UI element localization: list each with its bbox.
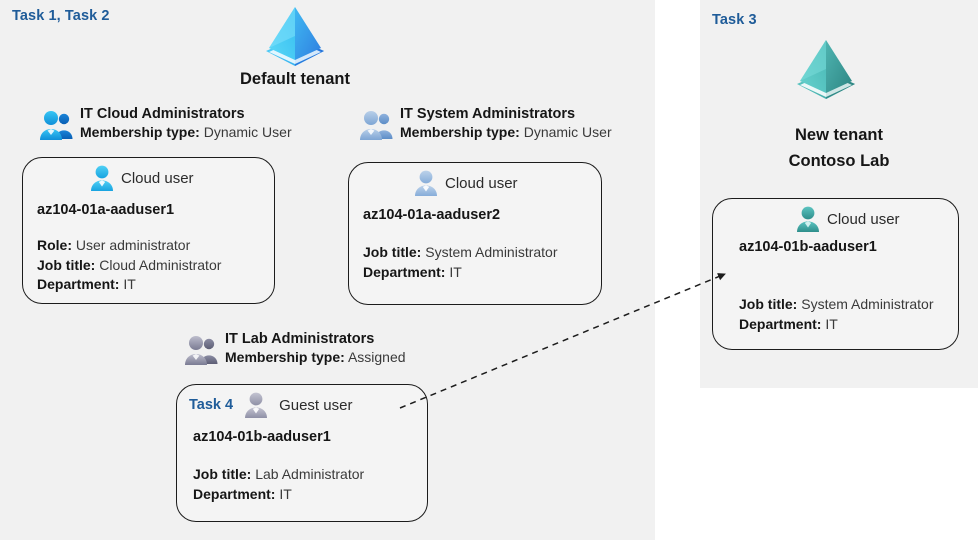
user-attr-value: System Administrator [801, 296, 934, 312]
user-type-label: Guest user [279, 396, 353, 414]
user-attributes: Job title: System Administrator Departme… [363, 243, 601, 282]
group-membership-value: Dynamic User [523, 124, 612, 140]
new-tenant-name-line1: New tenant [794, 126, 883, 144]
group-users-icon [183, 334, 221, 366]
group-membership-type: Membership type: Assigned [225, 348, 406, 366]
new-tenant-name-line2: Contoso Lab [788, 152, 890, 170]
group-membership-type: Membership type: Dynamic User [400, 123, 612, 141]
user-name: az104-01a-aaduser1 [37, 202, 175, 218]
user-attr-value: IT [279, 485, 292, 502]
group-it-cloud-administrators: IT Cloud Administrators Membership type:… [38, 105, 292, 141]
new-tenant-icon [792, 36, 860, 102]
user-attr-value: IT [123, 276, 136, 292]
user-card-az104-01a-aaduser2[interactable]: Cloud user az104-01a-aaduser2 Job title:… [348, 162, 602, 305]
user-attr-value: IT [449, 263, 462, 280]
user-attr-label: Job title: [193, 466, 252, 482]
user-attr-label: Department: [739, 315, 822, 332]
user-attr-value: IT [825, 315, 838, 332]
group-users-icon [358, 109, 396, 141]
user-attr-department: Department: IT [193, 485, 427, 505]
group-membership-value: Dynamic User [203, 124, 292, 140]
user-name: az104-01b-aaduser1 [193, 429, 331, 445]
user-attr-label: Job title: [37, 256, 96, 273]
user-attr-label: Department: [193, 485, 276, 502]
user-attr-job-title: Job title: Cloud Administrator [37, 256, 274, 276]
cloud-user-icon [795, 205, 821, 233]
user-type-label: Cloud user [827, 210, 900, 228]
guest-user-icon [243, 391, 269, 419]
user-attr-value: System Administrator [425, 244, 558, 260]
user-attr-job-title: Job title: System Administrator [363, 243, 601, 263]
user-attributes: Job title: System Administrator Departme… [739, 295, 958, 334]
group-membership-label: Membership type: [80, 124, 200, 140]
user-attr-job-title: Job title: Lab Administrator [193, 465, 427, 485]
user-card-az104-01a-aaduser1[interactable]: Cloud user az104-01a-aaduser1 Role: User… [22, 157, 275, 304]
task-label-card: Task 4 [189, 397, 234, 413]
cloud-user-icon [413, 169, 439, 197]
default-tenant-icon [262, 4, 328, 68]
default-tenant-name: Default tenant [239, 70, 350, 88]
user-attr-label: Department: [37, 276, 120, 292]
group-title: IT Lab Administrators [225, 331, 375, 347]
user-attr-value: Cloud Administrator [99, 256, 222, 273]
user-attr-label: Department: [363, 263, 446, 280]
group-it-system-administrators: IT System Administrators Membership type… [358, 105, 612, 141]
task-label-right: Task 3 [712, 12, 757, 28]
user-attr-role: Role: User administrator [37, 236, 274, 256]
group-title: IT Cloud Administrators [80, 106, 245, 122]
user-card-guest-az104-01b-aaduser1[interactable]: Task 4 Guest user az104-01b-aaduser1 Job… [176, 384, 428, 522]
user-name: az104-01b-aaduser1 [739, 239, 877, 255]
user-name: az104-01a-aaduser2 [363, 207, 501, 223]
user-card-az104-01b-aaduser1[interactable]: Cloud user az104-01b-aaduser1 Job title:… [712, 198, 959, 350]
group-membership-label: Membership type: [400, 124, 520, 140]
user-attributes: Role: User administrator Job title: Clou… [37, 236, 274, 295]
user-attributes: Job title: Lab Administrator Department:… [193, 465, 427, 504]
user-attr-value: Lab Administrator [255, 466, 365, 482]
user-attr-department: Department: IT [363, 263, 601, 283]
user-attr-label: Job title: [363, 244, 422, 260]
group-title: IT System Administrators [400, 106, 576, 122]
task-label-left: Task 1, Task 2 [12, 8, 110, 24]
user-type-label: Cloud user [121, 169, 194, 187]
group-it-lab-administrators: IT Lab Administrators Membership type: A… [183, 330, 406, 366]
user-attr-value: User administrator [75, 237, 191, 253]
group-membership-label: Membership type: [225, 349, 345, 365]
group-membership-value: Assigned [347, 349, 406, 365]
user-attr-label: Job title: [739, 296, 798, 312]
cloud-user-icon [89, 164, 115, 192]
user-attr-job-title: Job title: System Administrator [739, 295, 958, 315]
user-type-label: Cloud user [445, 174, 518, 192]
group-users-icon [38, 109, 76, 141]
user-attr-department: Department: IT [37, 275, 274, 295]
group-membership-type: Membership type: Dynamic User [80, 123, 292, 141]
user-attr-label: Role: [37, 237, 72, 253]
user-attr-department: Department: IT [739, 315, 958, 335]
